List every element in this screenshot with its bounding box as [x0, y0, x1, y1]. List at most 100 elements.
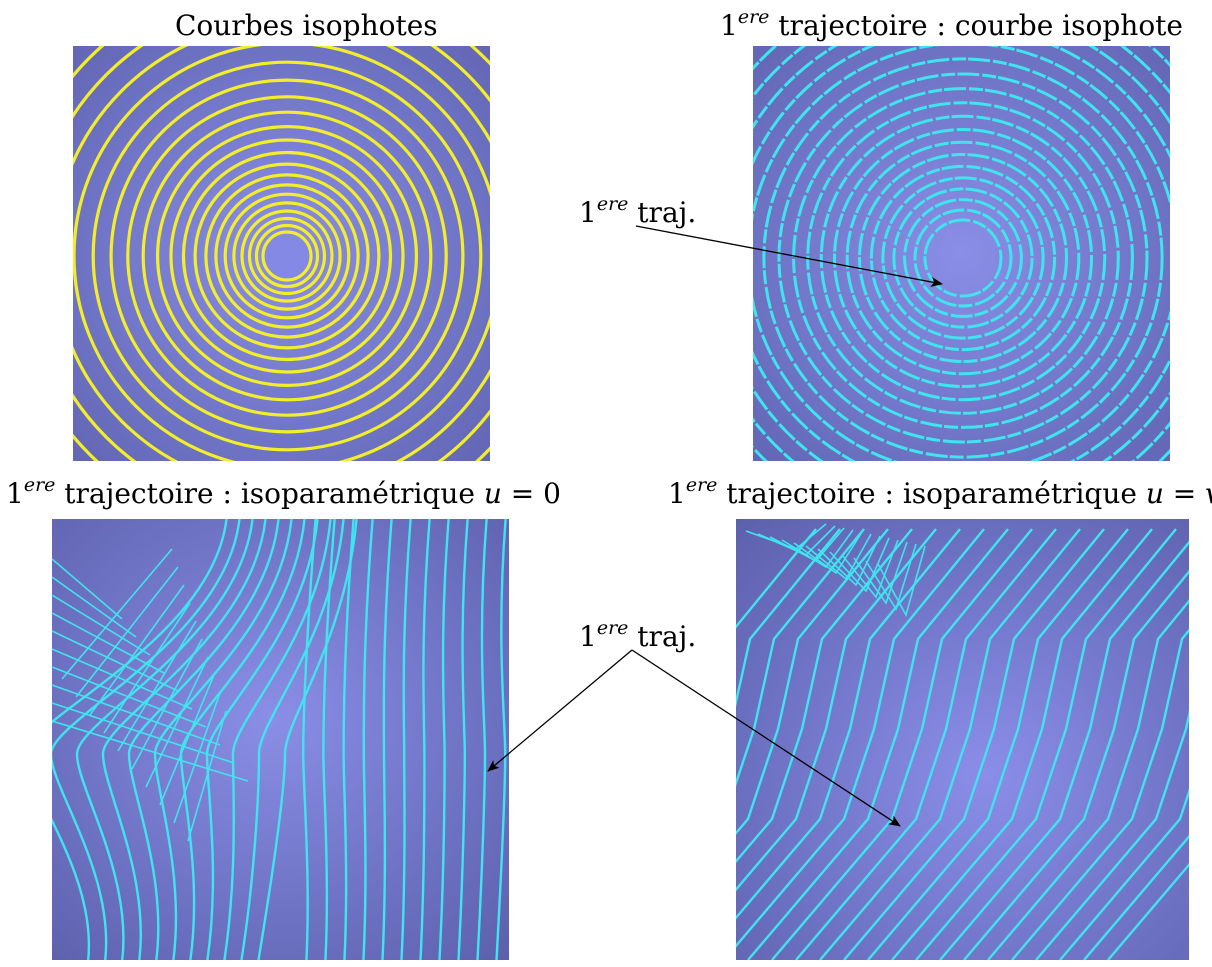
isophote-ring — [109, 78, 465, 434]
isoparametric-curve — [939, 540, 1189, 960]
callout-prefix: 1 — [579, 196, 597, 229]
arrow-bottom-left — [487, 649, 633, 772]
isoparametric-curve — [419, 519, 431, 960]
isophote-ring — [232, 201, 342, 311]
isophote-ring — [169, 138, 405, 374]
title-trajectoire-courbe-isophote: 1ere trajectoire : courbe isophote — [720, 8, 1183, 42]
isoparametric-curve — [963, 569, 1189, 960]
isophote-ring — [126, 95, 448, 417]
isoparametric-curve — [1011, 628, 1189, 960]
title-superscript: ere — [737, 6, 770, 28]
mesh-line — [865, 543, 917, 611]
trajectory-ring — [792, 87, 1134, 429]
mesh-line — [841, 539, 899, 599]
isophote-plot — [73, 46, 490, 461]
isoparametric-curve — [819, 528, 1081, 960]
mesh-line — [877, 545, 926, 618]
mesh-line — [52, 594, 151, 656]
title-equation: = 0 — [501, 477, 561, 510]
isophote-ring — [204, 173, 370, 339]
isophote-curves — [73, 46, 490, 461]
isoparametric-curve — [438, 519, 450, 960]
isoparametric-curve — [1107, 862, 1189, 960]
mesh-line — [793, 531, 863, 575]
callout-text: traj. — [628, 620, 697, 653]
isophote-ring — [247, 216, 327, 296]
mesh-line — [187, 710, 227, 842]
isophote-ring — [141, 110, 433, 402]
isoparametric-curve — [257, 519, 358, 960]
panel-isophotes — [73, 46, 490, 461]
mesh-line — [52, 684, 221, 746]
isophote-ring — [261, 230, 313, 282]
center-disc — [265, 234, 309, 278]
isoparametric-curve — [381, 519, 393, 960]
title-superscript: ere — [685, 474, 718, 496]
mesh-line — [89, 584, 185, 716]
isoparametric-curve — [127, 519, 280, 960]
isoparametric-curve — [1035, 709, 1189, 960]
isoparametric-curve — [75, 519, 254, 960]
isoparametric-curve — [1059, 788, 1189, 960]
isoparametric-curve — [915, 528, 1177, 960]
isoparametric-curve — [52, 519, 228, 960]
mesh-line — [131, 638, 203, 770]
mesh-line — [52, 720, 249, 782]
mesh-line — [52, 612, 165, 674]
isoparametric-curve — [223, 519, 332, 960]
title-text: Courbes isophotes — [175, 9, 438, 42]
isoparametric-curve — [342, 519, 355, 960]
mesh-line — [52, 648, 193, 710]
callout-text: traj. — [628, 196, 697, 229]
isoparametric-uv-plot — [736, 519, 1189, 960]
mesh-line — [173, 692, 221, 824]
callout-superscript: ere — [596, 193, 629, 215]
isoparametric-curve — [736, 528, 841, 708]
mesh-line — [805, 533, 872, 581]
title-text: trajectoire : isoparamétrique — [55, 477, 484, 510]
mesh-line — [817, 535, 881, 587]
mesh-line — [52, 558, 123, 620]
mesh-line — [103, 602, 191, 734]
title-prefix: 1 — [720, 9, 738, 42]
isophote-ring — [193, 162, 381, 350]
mesh-line — [52, 630, 179, 692]
callout-superscript: ere — [596, 617, 629, 639]
title-courbes-isophotes: Courbes isophotes — [175, 12, 438, 40]
isoparametric-curve — [52, 519, 241, 960]
isoparametric-curve — [400, 519, 412, 960]
isophote-ring — [73, 46, 490, 461]
isoparametric-curve — [205, 519, 319, 960]
isoparametric-curve — [736, 528, 817, 629]
title-variable: u — [1145, 477, 1164, 510]
mesh-line — [61, 548, 173, 680]
isoparametric-curve — [476, 519, 488, 960]
mesh-line — [781, 529, 854, 569]
isophote-ring — [156, 125, 418, 387]
isophote-ring — [254, 223, 320, 289]
isophote-ring — [181, 150, 393, 362]
callout-first-trajectory-bottom: 1ere traj. — [579, 619, 697, 653]
plot-background — [52, 519, 509, 960]
isoparametric-curve — [795, 528, 1057, 960]
title-isoparametrique-u0: 1ere trajectoire : isoparamétrique u = 0 — [6, 476, 561, 510]
mesh-line — [52, 576, 137, 638]
isoparametric-curve — [179, 519, 306, 960]
isoparametric-curve — [322, 519, 336, 960]
mesh-line — [75, 566, 179, 698]
mesh-line — [52, 702, 235, 764]
isoparametric-curve — [987, 599, 1189, 960]
callout-prefix: 1 — [579, 620, 597, 653]
title-variable: v — [1205, 477, 1212, 510]
title-prefix: 1 — [6, 477, 24, 510]
isoparametric-curve — [301, 519, 317, 960]
panel-trajectoire-isophote — [753, 46, 1170, 461]
isoparametric-curve — [240, 519, 345, 960]
panel-isoparametrique-u0 — [52, 519, 509, 960]
title-text: trajectoire : courbe isophote — [769, 9, 1183, 42]
isoparametric-curve — [101, 519, 267, 960]
mesh-line — [853, 541, 908, 605]
isophote-ring — [240, 209, 334, 303]
isoparametric-curve — [771, 528, 1033, 960]
isoparametric-curve — [153, 519, 293, 960]
